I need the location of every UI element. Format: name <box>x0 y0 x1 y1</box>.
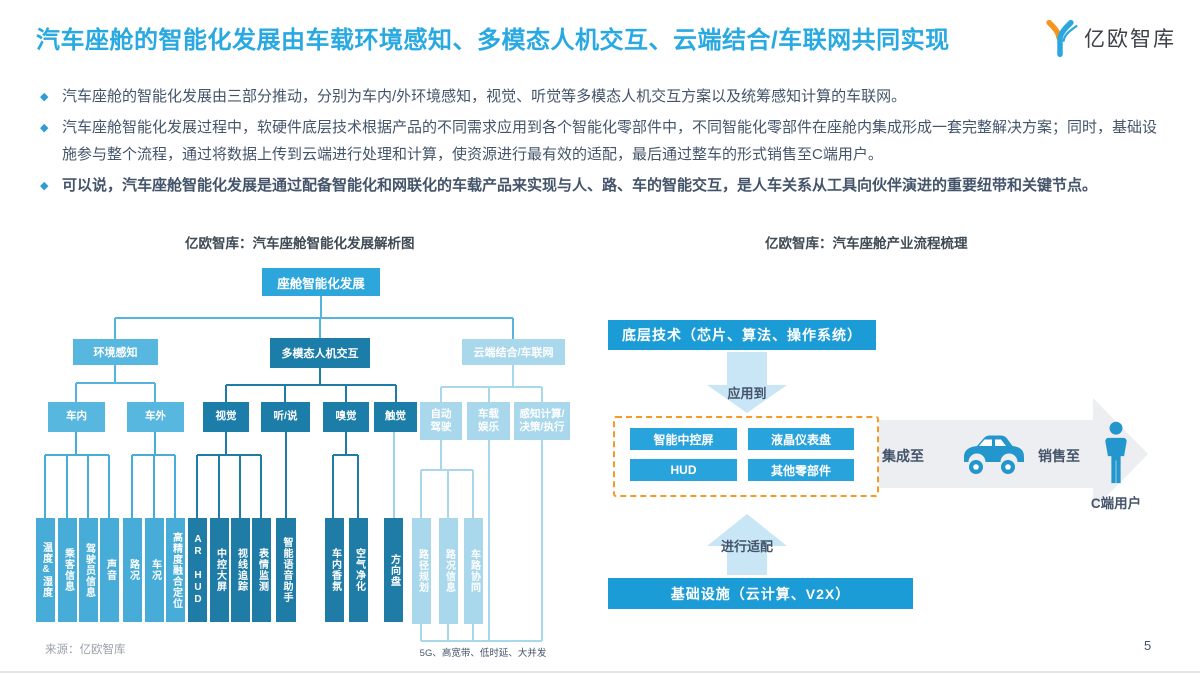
leaf-bar: 路况 <box>123 518 142 622</box>
bullet-item: ◆ 汽车座舱智能化发展过程中，软硬件底层技术根据产品的不同需求应用到各个智能化零… <box>40 115 1158 168</box>
right-diagram-title: 亿欧智库：汽车座舱产业流程梳理 <box>765 236 968 251</box>
bullet-text: 汽车座舱智能化发展过程中，软硬件底层技术根据产品的不同需求应用到各个智能化零部件… <box>62 119 1158 163</box>
bullet-text: 可以说，汽车座舱智能化发展是通过配备智能化和网联化的车载产品来实现与人、路、车的… <box>62 176 1098 194</box>
bullet-item: ◆ 可以说，汽车座舱智能化发展是通过配备智能化和网联化的车载产品来实现与人、路、… <box>40 173 1158 199</box>
leaf-bar: 车况 <box>145 518 164 622</box>
left-diagram-title: 亿欧智库：汽车座舱智能化发展解析图 <box>185 236 415 251</box>
tree-node-autonomous-driving: 自动 驾驶 <box>420 402 462 440</box>
bullet-diamond-icon: ◆ <box>40 122 49 135</box>
tree-node-perception-compute: 感知计算/ 决策/执行 <box>514 402 570 440</box>
tree-node-touch: 触觉 <box>374 402 417 432</box>
leaf-bar: 视线追踪 <box>231 518 250 622</box>
bottom-divider <box>0 671 1200 673</box>
tree-node-smell: 嗅觉 <box>323 402 369 432</box>
c-end-user-label: C端用户 <box>1090 496 1142 511</box>
bullet-diamond-icon: ◆ <box>40 179 49 192</box>
integrate-label: 集成至 <box>882 448 924 464</box>
logo: 亿欧智库 <box>1040 16 1190 60</box>
tree-node-in-car: 车内 <box>48 402 105 432</box>
infrastructure-box: 基础设施（云计算、V2X） <box>608 578 913 609</box>
tree-node-cloud-iov: 云端结合/车联网 <box>462 339 565 365</box>
tree-node-environment-sensing: 环境感知 <box>73 339 158 365</box>
leaf-bar: 高精度融合定位 <box>166 518 185 622</box>
component-box-other-parts: 其他零部件 <box>748 459 854 481</box>
leaf-bar: 温度&湿度 <box>36 518 55 622</box>
car-icon <box>964 435 1024 474</box>
leaf-bar: 表情监测 <box>252 518 271 622</box>
component-box-hud: HUD <box>630 459 737 481</box>
apply-label: 应用到 <box>727 386 767 401</box>
source-label: 来源：亿欧智库 <box>45 644 126 656</box>
c-end-user-icon <box>1105 421 1127 484</box>
leaf-bar: 驾驶员信息 <box>79 518 98 622</box>
component-box-lcd-cluster: 液晶仪表盘 <box>748 428 854 450</box>
bullet-item: ◆ 汽车座舱的智能化发展由三部分推动，分别为车内/外环境感知，视觉、听觉等多模态… <box>40 84 1158 110</box>
tree-node-vision: 视觉 <box>203 402 249 432</box>
tree-node-listen-speak: 听/说 <box>261 402 310 432</box>
leaf-bar: 空气净化 <box>349 518 368 622</box>
leaf-bar: 声音 <box>100 518 119 622</box>
page-title: 汽车座舱的智能化发展由车载环境感知、多模态人机交互、云端结合/车联网共同实现 <box>36 27 950 54</box>
bullet-text: 汽车座舱的智能化发展由三部分推动，分别为车内/外环境感知，视觉、听觉等多模态人机… <box>62 88 907 105</box>
sell-label: 销售至 <box>1038 448 1080 464</box>
tree-root-node: 座舱智能化发展 <box>262 268 380 296</box>
component-box-smart-center-screen: 智能中控屏 <box>630 428 737 450</box>
leaf-bar: 乘客信息 <box>58 518 77 622</box>
tree-node-in-car-entertainment: 车载 娱乐 <box>467 402 510 440</box>
bullet-diamond-icon: ◆ <box>40 91 49 103</box>
adapt-label: 进行适配 <box>720 539 773 554</box>
tree-node-multimodal-hmi: 多模态人机交互 <box>270 338 370 368</box>
base-technology-box: 底层技术（芯片、算法、操作系统） <box>608 320 876 350</box>
logo-text: 亿欧智库 <box>1084 28 1176 51</box>
eo-logo-icon <box>1046 19 1078 58</box>
leaf-bar: 智能语音助手 <box>276 518 296 622</box>
page-number: 5 <box>1144 638 1152 653</box>
tree-node-out-car: 车外 <box>127 402 184 432</box>
leaf-bar: 车路协同 <box>464 518 483 624</box>
tech-footnote: 5G、高宽带、低时延、大并发 <box>419 648 547 659</box>
leaf-bar: 路况信息 <box>439 518 458 624</box>
leaf-bar: 车内香氛 <box>325 518 344 622</box>
leaf-bar: 路径规划 <box>412 518 431 624</box>
bullet-list: ◆ 汽车座舱的智能化发展由三部分推动，分别为车内/外环境感知，视觉、听觉等多模态… <box>40 84 1158 204</box>
leaf-bar: 方向盘 <box>384 518 403 622</box>
leaf-bar: 中控大屏 <box>210 518 229 622</box>
leaf-bar: AR HUD <box>188 518 207 622</box>
